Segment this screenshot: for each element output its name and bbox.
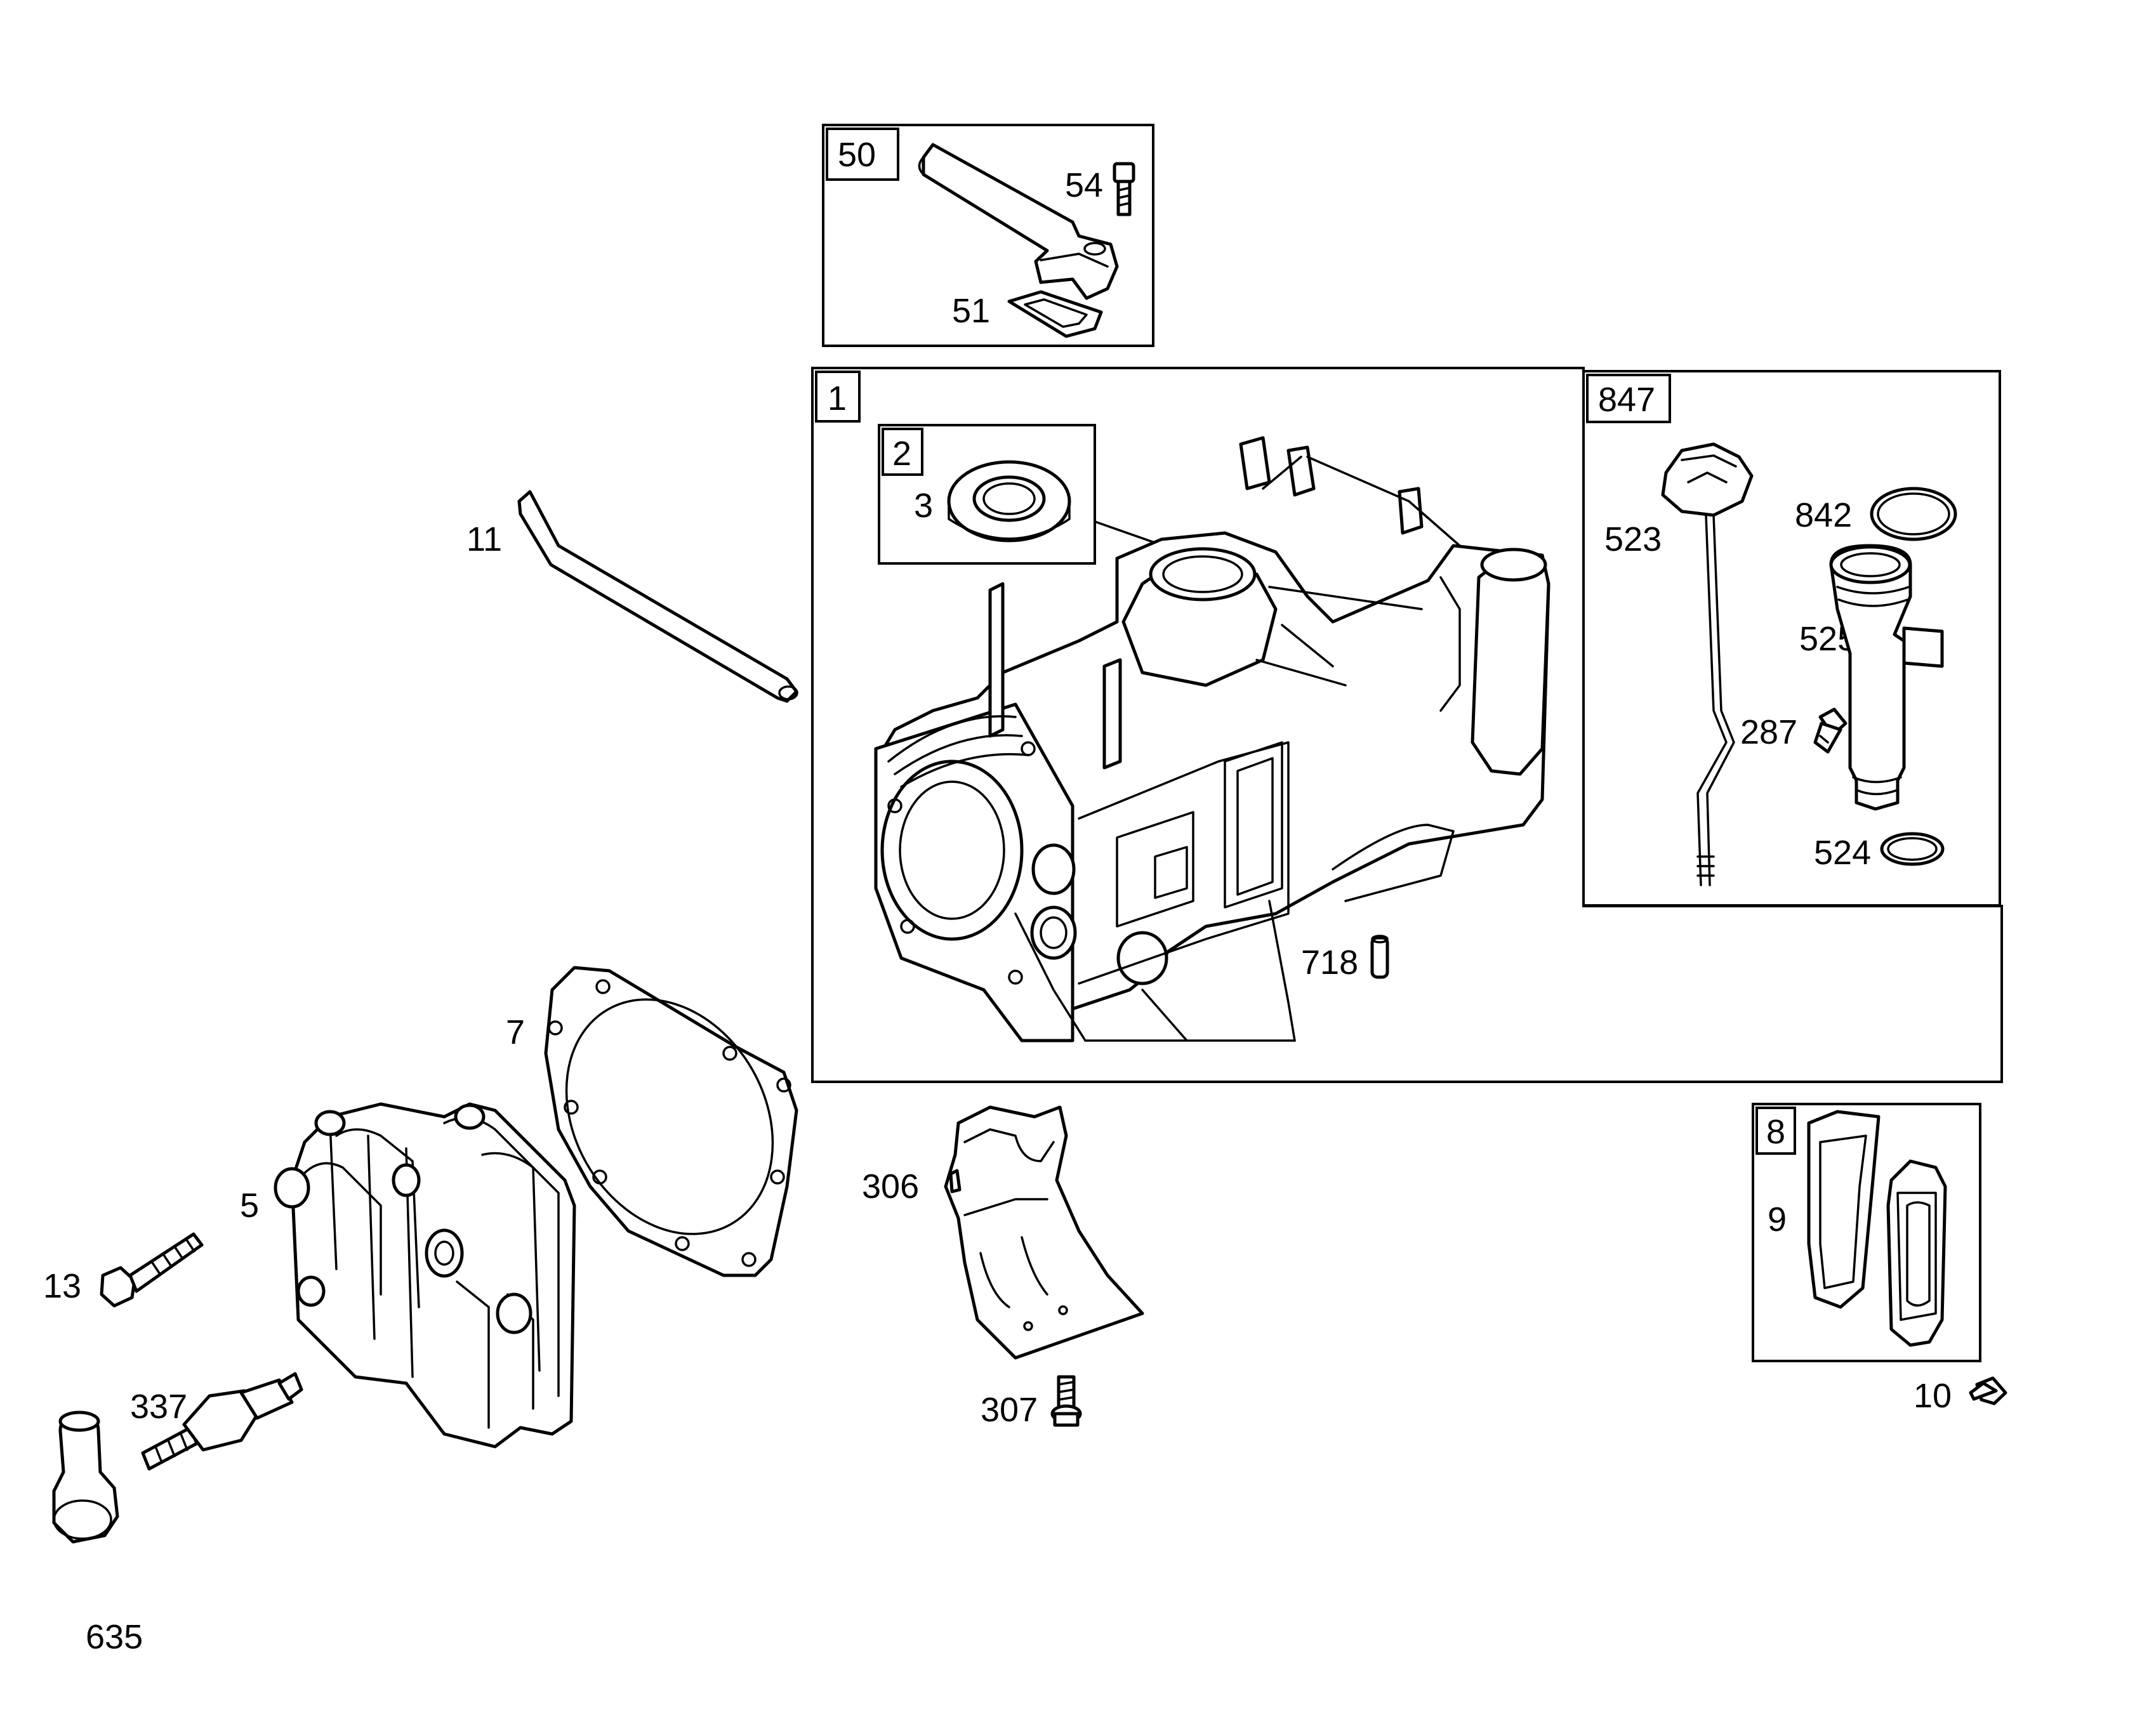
gasket-51-part bbox=[1007, 290, 1103, 338]
intake-elbow-part bbox=[918, 143, 1119, 300]
callout-523: 523 bbox=[1604, 520, 1662, 558]
cylinder-baffle-306-part bbox=[944, 1105, 1144, 1360]
callout-718: 718 bbox=[1301, 944, 1358, 982]
o-ring-524-part bbox=[1880, 832, 1945, 866]
screw-10-part bbox=[1969, 1376, 2007, 1405]
group-box-50: 50 54 51 bbox=[822, 124, 1154, 347]
callout-2: 2 bbox=[892, 435, 911, 473]
callout-524: 524 bbox=[1814, 834, 1871, 872]
callout-9: 9 bbox=[1768, 1200, 1787, 1239]
head-gasket-7-part bbox=[544, 966, 798, 1277]
callout-5: 5 bbox=[240, 1187, 259, 1225]
callout-3: 3 bbox=[914, 487, 933, 525]
callout-287: 287 bbox=[1740, 713, 1797, 751]
diagram-number: 635 bbox=[86, 1618, 143, 1656]
dowel-pin-718-part bbox=[1370, 935, 1389, 979]
callout-847: 847 bbox=[1598, 381, 1655, 419]
group-box-8: 8 9 bbox=[1752, 1103, 1981, 1362]
callout-13: 13 bbox=[43, 1267, 81, 1305]
group-box-847: 847 523 842 525 287 524 bbox=[1582, 370, 2001, 907]
callout-1: 1 bbox=[828, 379, 847, 418]
screw-307-part bbox=[1050, 1375, 1082, 1427]
callout-306: 306 bbox=[862, 1167, 919, 1206]
bolt-287-part bbox=[1813, 707, 1848, 754]
callout-11: 11 bbox=[466, 520, 502, 558]
callout-337: 337 bbox=[130, 1388, 187, 1426]
callout-10: 10 bbox=[1914, 1377, 1952, 1415]
callout-8: 8 bbox=[1766, 1113, 1785, 1151]
callout-50: 50 bbox=[838, 136, 876, 174]
callout-842: 842 bbox=[1795, 496, 1852, 534]
spark-plug-337-part bbox=[141, 1372, 303, 1471]
group-box-1: 1 2 3 bbox=[811, 367, 2003, 1083]
o-ring-842-part bbox=[1870, 487, 1957, 541]
callout-54: 54 bbox=[1065, 166, 1103, 204]
cylinder-head-5-part bbox=[274, 1102, 576, 1449]
callout-51: 51 bbox=[952, 292, 990, 330]
breather-tube-11-part bbox=[517, 490, 798, 703]
breather-valve-part bbox=[1886, 1159, 1947, 1347]
crankcase-block-part bbox=[874, 436, 1550, 1042]
spark-plug-boot-part bbox=[52, 1410, 119, 1544]
bolt-13-part bbox=[100, 1232, 204, 1308]
dipstick-523-part bbox=[1661, 442, 1754, 886]
callout-307: 307 bbox=[981, 1391, 1038, 1429]
callout-7: 7 bbox=[506, 1013, 525, 1051]
oil-fill-tube-525-part bbox=[1829, 544, 1944, 811]
bolt-54-part bbox=[1113, 162, 1135, 216]
breather-gasket-9-part bbox=[1807, 1110, 1881, 1309]
oil-seal-part bbox=[947, 460, 1071, 542]
